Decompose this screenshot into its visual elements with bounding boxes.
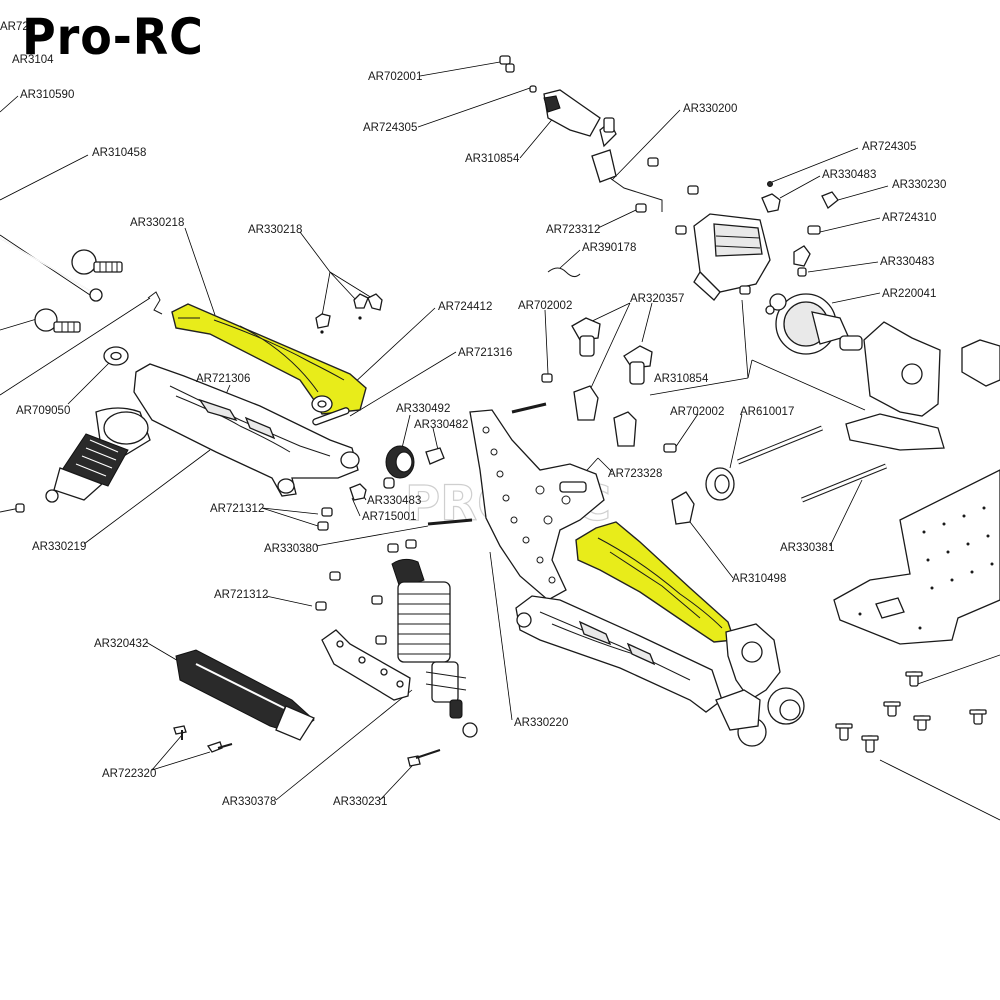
ball-stud [34, 249, 123, 333]
label-ar709050: AR709050 [16, 405, 70, 417]
label-ar310854-b: AR310854 [654, 373, 709, 385]
bumper-ar320432 [175, 649, 315, 741]
bearing-ar610017 [705, 467, 735, 501]
label-ar702001: AR702001 [368, 71, 422, 83]
diff-gear-ar220041 [765, 293, 863, 355]
label-ar330220: AR330220 [514, 717, 568, 729]
label-ar320357: AR320357 [630, 293, 684, 305]
label-ar330218-a: AR330218 [130, 217, 184, 229]
label-ar310854-a: AR310854 [465, 153, 520, 165]
label-ar330381: AR330381 [780, 542, 834, 554]
upper-arm-highlighted-left [171, 303, 367, 415]
label-ar723328: AR723328 [608, 468, 662, 480]
label-ar320432: AR320432 [94, 638, 148, 650]
brand-logo: Pro-RC [22, 8, 204, 66]
highlight-fill-left [171, 303, 367, 415]
gearbox-ar310854 [693, 213, 771, 301]
label-ar330218-b: AR330218 [248, 224, 302, 236]
label-ar330483-b: AR330483 [880, 256, 934, 268]
label-ar310498: AR310498 [732, 573, 786, 585]
label-ar330378: AR330378 [222, 796, 276, 808]
label-ar310458: AR310458 [92, 147, 146, 159]
label-ar330492: AR330492 [396, 403, 450, 415]
label-ar220041: AR220041 [882, 288, 936, 300]
screws-ar722320 [173, 725, 441, 767]
label-ar724310: AR724310 [882, 212, 936, 224]
lower-arm-right [515, 595, 805, 747]
label-ar330483-a: AR330483 [822, 169, 876, 181]
label-ar310590: AR310590 [20, 89, 74, 101]
label-ar721312-a: AR721312 [210, 503, 264, 515]
leader-lines [0, 61, 1000, 821]
steering-link-rod [0, 237, 103, 302]
shock-absorber-center [329, 518, 478, 738]
label-partial-2: AR3104 [12, 54, 54, 66]
chassis-plate-center [469, 409, 605, 601]
steering-parts-top [499, 55, 699, 278]
right-top-small-parts [761, 181, 839, 277]
washer-ar709050 [103, 346, 129, 366]
shafts [737, 425, 887, 503]
label-partial-1: AR72 [0, 21, 29, 33]
bracket-ar330378 [321, 629, 411, 701]
label-ar721316: AR721316 [458, 347, 512, 359]
label-ar702002-b: AR702002 [670, 406, 724, 418]
label-ar610017: AR610017 [740, 406, 794, 418]
part-labels: AR72 AR3104 AR310590 AR702001 AR724305 A… [0, 21, 946, 808]
hub-ar330492 [383, 445, 445, 489]
label-ar722320: AR722320 [102, 768, 156, 780]
lower-arm-left [133, 363, 360, 497]
label-ar330482: AR330482 [414, 419, 468, 431]
label-ar702002-a: AR702002 [518, 300, 572, 312]
screws-left [0, 407, 367, 611]
label-ar330230: AR330230 [892, 179, 946, 191]
clips-ar330218 [315, 293, 383, 334]
clip-ar310458 [147, 291, 163, 315]
label-ar330200: AR330200 [683, 103, 737, 115]
knuckles-ar723328 [511, 385, 677, 453]
label-ar721306: AR721306 [196, 373, 250, 385]
label-ar390178: AR390178 [582, 242, 636, 254]
label-ar715001: AR715001 [362, 511, 416, 523]
chassis-plate-right [833, 469, 1000, 645]
label-ar330483-c: AR330483 [367, 495, 421, 507]
screws-right-bottom [835, 671, 987, 753]
label-ar330231: AR330231 [333, 796, 387, 808]
pinion-ar310498 [671, 491, 695, 525]
posts-ar320357 [541, 317, 653, 385]
label-ar330219: AR330219 [32, 541, 86, 553]
label-ar724305-a: AR724305 [363, 122, 417, 134]
shock-absorber-left [45, 407, 151, 503]
label-ar723312: AR723312 [546, 224, 600, 236]
label-ar721312-b: AR721312 [214, 589, 268, 601]
label-ar330380: AR330380 [264, 543, 318, 555]
label-ar724412: AR724412 [438, 301, 492, 313]
label-ar724305-b: AR724305 [862, 141, 916, 153]
diff-housing [845, 321, 1000, 451]
